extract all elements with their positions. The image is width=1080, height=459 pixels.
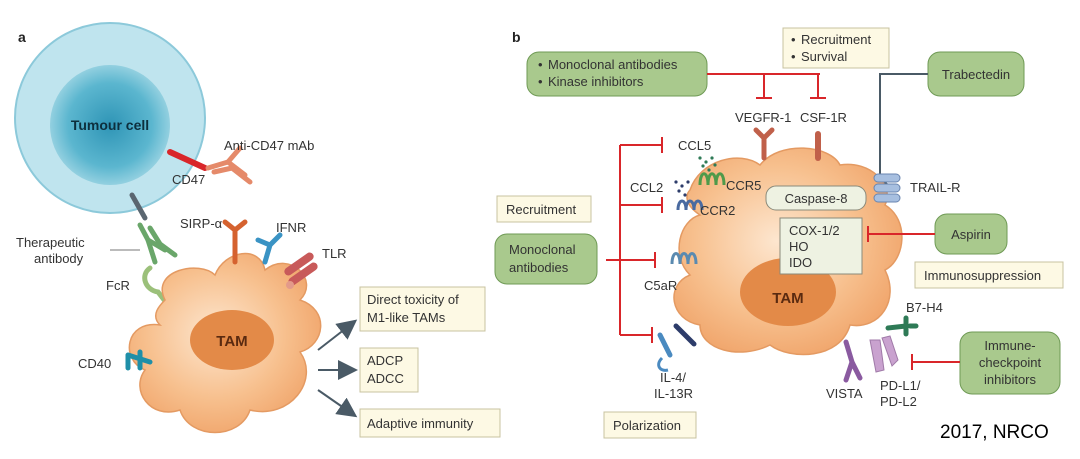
- anti-cd47-label: Anti-CD47 mAb: [224, 138, 314, 153]
- drugs-line-1: Monoclonal antibodies: [548, 57, 678, 72]
- tam-cell-a: TAM: [128, 253, 322, 434]
- trabectedin-label: Trabectedin: [942, 67, 1010, 82]
- ifnr-receptor: [255, 232, 283, 265]
- drugs-line-2: Kinase inhibitors: [548, 74, 644, 89]
- il4-receptor: [657, 323, 697, 372]
- fcr-label: FcR: [106, 278, 130, 293]
- drugs-inhibition-lines: [707, 73, 826, 99]
- anti-cd47-antibody: [205, 145, 253, 185]
- drugs-bullet-1: •: [538, 57, 543, 72]
- ho-label: HO: [789, 239, 809, 254]
- pdl-label-2: PD-L2: [880, 394, 917, 409]
- outcome-adcc: ADCC: [367, 371, 404, 386]
- monoclonal-line-1: Monoclonal: [509, 242, 576, 257]
- credit-text: 2017, NRCO: [940, 422, 1049, 443]
- cd40-receptor: [125, 349, 153, 371]
- therapeutic-label-1: Therapeutic: [16, 235, 85, 250]
- pdl-label-1: PD-L1/: [880, 378, 921, 393]
- recruit-survival-box: • Recruitment • Survival: [782, 27, 890, 69]
- caspase-box: Caspase-8: [765, 185, 867, 211]
- sirp-label: SIRP-α: [180, 216, 223, 231]
- cd47-receptor: [167, 149, 208, 171]
- monoclonal-box: Monoclonal antibodies: [494, 233, 598, 285]
- arrow-to-adaptive: [317, 389, 358, 418]
- outcome-adaptive-box: Adaptive immunity: [359, 408, 501, 438]
- sirp-alpha-receptor: [222, 219, 248, 265]
- rs-line-1: Recruitment: [801, 32, 871, 47]
- checkpoint-box: Immune- checkpoint inhibitors: [959, 331, 1061, 395]
- outcome-adcp-box: ADCP ADCC: [359, 347, 419, 393]
- ccr2-receptor: [676, 199, 704, 211]
- aspirin-box: Aspirin: [934, 213, 1008, 255]
- trail-receptor: [873, 173, 901, 203]
- checkpoint-line-2: checkpoint: [979, 355, 1042, 370]
- monoclonal-line-2: antibodies: [509, 260, 569, 275]
- c5ar-label: C5aR: [644, 278, 677, 293]
- ido-label: IDO: [789, 255, 812, 270]
- outcome-toxicity-line2: M1-like TAMs: [367, 310, 446, 325]
- fcr-receptor: [142, 265, 171, 308]
- polarization-box: Polarization: [603, 411, 697, 439]
- csf1r-label: CSF-1R: [800, 110, 847, 125]
- caspase-label: Caspase-8: [785, 191, 848, 206]
- vegfr-label: VEGFR-1: [735, 110, 791, 125]
- cox-box: COX-1/2 HO IDO: [779, 217, 863, 275]
- arrow-to-toxicity: [317, 319, 358, 351]
- rs-line-2: Survival: [801, 49, 847, 64]
- b7h4-label: B7-H4: [906, 300, 943, 315]
- trabectedin-box: Trabectedin: [927, 51, 1025, 97]
- trail-label: TRAIL-R: [910, 180, 961, 195]
- checkpoint-inhibition: [911, 354, 960, 370]
- ccl2-dots: [674, 180, 690, 197]
- drugs-bullet-2: •: [538, 74, 543, 89]
- tlr-label: TLR: [322, 246, 347, 261]
- mono-inhibition-lines: [606, 137, 663, 343]
- immunosuppression-box: Immunosuppression: [914, 261, 1064, 289]
- panel-a-label: a: [18, 29, 26, 45]
- aspirin-inhibition: [867, 226, 935, 242]
- outcome-toxicity-box: Direct toxicity of M1-like TAMs: [359, 286, 486, 332]
- checkpoint-line-3: inhibitors: [984, 372, 1037, 387]
- ccr5-receptor: [698, 172, 726, 186]
- immunosuppression-label: Immunosuppression: [924, 268, 1041, 283]
- therapeutic-label-2: antibody: [34, 251, 84, 266]
- tam-label-a: TAM: [216, 333, 247, 350]
- vista-receptor: [843, 339, 863, 383]
- tam-label-b: TAM: [772, 290, 803, 307]
- drugs-box: • Monoclonal antibodies • Kinase inhibit…: [526, 51, 708, 97]
- polarization-label: Polarization: [613, 418, 681, 433]
- vegfr-receptor: [753, 127, 775, 161]
- cox-label: COX-1/2: [789, 223, 840, 238]
- rs-bullet-2: •: [791, 49, 796, 64]
- checkpoint-line-1: Immune-: [984, 338, 1035, 353]
- outcome-adcp: ADCP: [367, 353, 403, 368]
- c5ar-receptor: [670, 252, 698, 265]
- recruitment-label: Recruitment: [506, 202, 576, 217]
- cd40-label: CD40: [78, 356, 111, 371]
- ccl5-label: CCL5: [678, 138, 711, 153]
- ifnr-label: IFNR: [276, 220, 306, 235]
- outcome-toxicity-line1: Direct toxicity of: [367, 292, 459, 307]
- il4-label-1: IL-4/: [660, 370, 686, 385]
- pdl-receptor: [869, 335, 899, 373]
- il4-label-2: IL-13R: [654, 386, 693, 401]
- ccl5-dots: [698, 156, 717, 172]
- rs-bullet-1: •: [791, 32, 796, 47]
- vista-label: VISTA: [826, 386, 863, 401]
- panel-b-label: b: [512, 29, 521, 45]
- therapeutic-antibody: [137, 222, 178, 265]
- recruitment-box: Recruitment: [496, 195, 592, 223]
- ccr2-label: CCR2: [700, 203, 735, 218]
- tumour-cell-label: Tumour cell: [71, 117, 149, 133]
- cd47-label: CD47: [172, 172, 205, 187]
- tumour-antigen: [129, 192, 148, 221]
- aspirin-label: Aspirin: [951, 227, 991, 242]
- tumour-cell: Tumour cell: [14, 22, 206, 214]
- b7h4-receptor: [885, 315, 919, 337]
- outcome-adaptive: Adaptive immunity: [367, 416, 474, 431]
- tlr-receptor: [284, 252, 318, 289]
- ccr5-label: CCR5: [726, 178, 761, 193]
- ccl2-label: CCL2: [630, 180, 663, 195]
